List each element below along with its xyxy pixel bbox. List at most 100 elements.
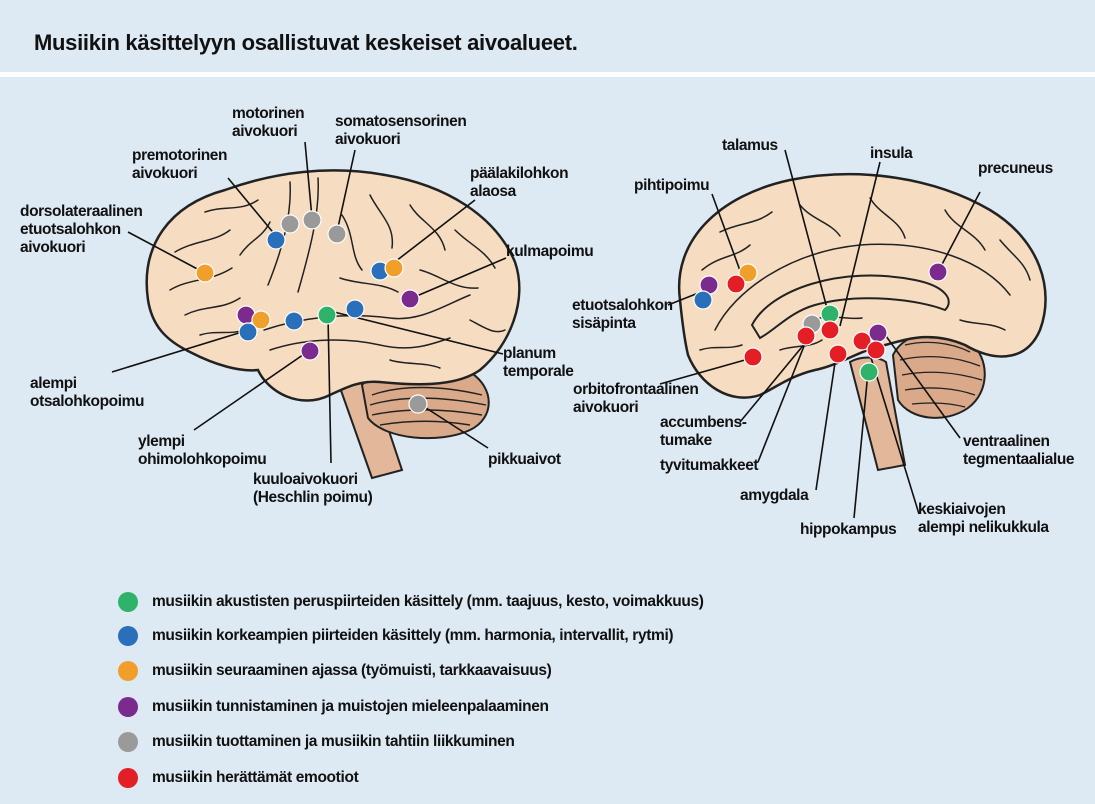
- dot-gray-motor: [303, 211, 321, 229]
- legend-item-emotions: musiikin herättämät emootiot: [118, 765, 358, 791]
- label-tyvitumakkeet: tyvitumakkeet: [660, 457, 758, 474]
- legend-item-production: musiikin tuottaminen ja musiikin tahtiin…: [118, 729, 514, 755]
- dot-red-insula: [821, 321, 839, 339]
- label-keskiaivojen: keskiaivojenalempi nelikukkula: [918, 501, 1049, 536]
- dot-blue-stg: [285, 312, 303, 330]
- label-dorsolateraalinen-line2: etuotsalohkon: [20, 221, 121, 238]
- label-keskiaivojen-line1: keskiaivojen: [918, 501, 1005, 518]
- label-accumbens-line2: tumake: [660, 432, 713, 449]
- legend-dot-gray: [118, 732, 138, 752]
- label-amygdala-line1: amygdala: [740, 487, 809, 504]
- legend-label: musiikin seuraaminen ajassa (työmuisti, …: [152, 662, 551, 680]
- dot-green-colliculus: [860, 363, 878, 381]
- label-kulmapoimu-line1: kulmapoimu: [506, 243, 593, 260]
- label-planum-line1: planum: [503, 345, 556, 362]
- dot-green-heschl: [318, 306, 336, 324]
- dot-purple-angular: [401, 290, 419, 308]
- dot-gray-premotor-1: [281, 215, 299, 233]
- dot-red-hippocampus: [867, 341, 885, 359]
- label-paalakilohkon-line1: päälakilohkon: [470, 165, 568, 182]
- label-precuneus-line1: precuneus: [978, 160, 1053, 177]
- label-insula: insula: [870, 145, 913, 162]
- label-amygdala: amygdala: [740, 487, 809, 504]
- dot-red-accumbens: [797, 327, 815, 345]
- label-kulmapoimu: kulmapoimu: [506, 243, 593, 260]
- dot-blue-premotor: [267, 231, 285, 249]
- label-motorinen-line1: motorinen: [232, 105, 304, 122]
- legend-item-higher-features: musiikin korkeampien piirteiden käsittel…: [118, 623, 673, 649]
- label-ylempi-ohimolohkopoimu-line2: ohimolohkopoimu: [138, 451, 266, 468]
- label-dorsolateraalinen-line1: dorsolateraalinen: [20, 203, 142, 220]
- dot-purple-precuneus: [929, 263, 947, 281]
- label-tyvitumakkeet-line1: tyvitumakkeet: [660, 457, 758, 474]
- label-premotorinen-line2: aivokuori: [132, 165, 197, 182]
- label-pikkuaivot: pikkuaivot: [488, 451, 561, 468]
- legend-label: musiikin korkeampien piirteiden käsittel…: [152, 627, 673, 645]
- label-kuuloaivokuori: kuuloaivokuori(Heschlin poimu): [253, 471, 373, 506]
- label-planum-line2: temporale: [503, 363, 574, 380]
- dot-orange-parietal: [385, 259, 403, 277]
- label-paalakilohkon-line2: alaosa: [470, 183, 517, 200]
- label-ylempi-ohimolohkopoimu-line1: ylempi: [138, 433, 185, 450]
- label-orbitofrontaalinen-line1: orbitofrontaalinen: [573, 381, 698, 398]
- dot-gray-cerebellum: [409, 395, 427, 413]
- label-alempi-otsalohkopoimu-line1: alempi: [30, 375, 77, 392]
- legend-label: musiikin tunnistaminen ja muistojen miel…: [152, 698, 549, 716]
- label-etuotsalohkon-sisapinta-line1: etuotsalohkon: [572, 297, 673, 314]
- legend-item-acoustic: musiikin akustisten peruspiirteiden käsi…: [118, 589, 704, 615]
- label-hippokampus: hippokampus: [800, 521, 896, 538]
- legend-dot-orange: [118, 661, 138, 681]
- label-alempi-otsalohkopoimu-line2: otsalohkopoimu: [30, 393, 144, 410]
- legend-dot-red: [118, 768, 138, 788]
- dot-blue-mpfc: [694, 291, 712, 309]
- label-talamus-line1: talamus: [722, 137, 778, 154]
- dot-orange-dorsolateral: [196, 264, 214, 282]
- legend-label: musiikin herättämät emootiot: [152, 769, 358, 787]
- label-somatosensorinen-line2: aivokuori: [335, 131, 400, 148]
- label-alempi-otsalohkopoimu: alempiotsalohkopoimu: [30, 375, 144, 410]
- label-kuuloaivokuori-line2: (Heschlin poimu): [253, 489, 373, 506]
- label-pihtipoimu-line1: pihtipoimu: [634, 177, 709, 194]
- label-dorsolateraalinen-line3: aivokuori: [20, 239, 85, 256]
- label-precuneus: precuneus: [978, 160, 1053, 177]
- label-hippokampus-line1: hippokampus: [800, 521, 896, 538]
- label-somatosensorinen: somatosensorinenaivokuori: [335, 113, 466, 148]
- label-motorinen-line2: aivokuori: [232, 123, 297, 140]
- dot-red-amygdala: [829, 345, 847, 363]
- legend-dot-blue: [118, 626, 138, 646]
- label-etuotsalohkon-sisapinta-line2: sisäpinta: [572, 315, 636, 332]
- dot-purple-hippocampus: [869, 324, 887, 342]
- label-keskiaivojen-line2: alempi nelikukkula: [918, 519, 1049, 536]
- legend-dot-purple: [118, 697, 138, 717]
- label-orbitofrontaalinen-line2: aivokuori: [573, 399, 638, 416]
- label-insula-line1: insula: [870, 145, 913, 162]
- legend-label: musiikin akustisten peruspiirteiden käsi…: [152, 593, 704, 611]
- label-ventraalinen-line1: ventraalinen: [963, 433, 1050, 450]
- label-ventraalinen-line2: tegmentaalialue: [963, 451, 1075, 468]
- label-accumbens-line1: accumbens-: [660, 414, 747, 431]
- dot-green-thalamus: [821, 305, 839, 323]
- label-accumbens: accumbens-tumake: [660, 414, 747, 449]
- dot-red-cingulate: [727, 275, 745, 293]
- label-premotorinen-line1: premotorinen: [132, 147, 227, 164]
- legend-item-recognition: musiikin tunnistaminen ja muistojen miel…: [118, 694, 549, 720]
- label-talamus: talamus: [722, 137, 778, 154]
- legend-item-timing: musiikin seuraaminen ajassa (työmuisti, …: [118, 658, 551, 684]
- legend-dot-green: [118, 592, 138, 612]
- dot-purple-stg: [301, 342, 319, 360]
- dot-blue-planum: [346, 300, 364, 318]
- dot-red-orbitofrontal: [744, 348, 762, 366]
- label-kuuloaivokuori-line1: kuuloaivokuori: [253, 471, 358, 488]
- dot-blue-ifg: [239, 323, 257, 341]
- label-pikkuaivot-line1: pikkuaivot: [488, 451, 561, 468]
- legend-label: musiikin tuottaminen ja musiikin tahtiin…: [152, 733, 514, 751]
- lateral-cerebrum: [147, 170, 520, 400]
